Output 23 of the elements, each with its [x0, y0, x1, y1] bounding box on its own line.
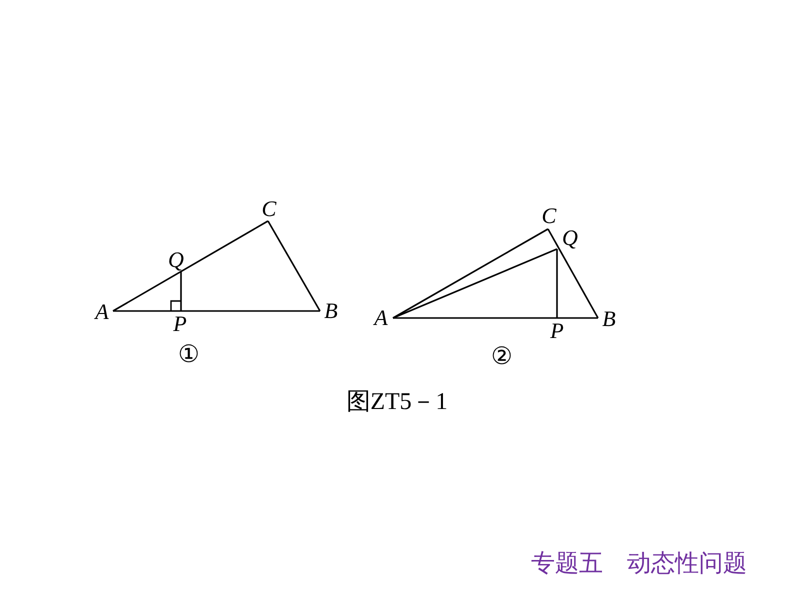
line-segment: [267, 220, 321, 312]
line-segment: [392, 228, 548, 319]
point-label: A: [91, 300, 113, 324]
point-label: B: [598, 306, 620, 332]
line-segment: [180, 272, 182, 311]
section-footer: 专题五 动态性问题: [531, 552, 747, 576]
point-label: C: [537, 202, 561, 229]
point-label: C: [257, 196, 281, 221]
line-segment: [113, 310, 320, 312]
figure-number: ②: [491, 345, 513, 369]
line-segment: [556, 249, 558, 318]
point-label: Q: [557, 226, 583, 249]
line-segment: [547, 228, 599, 318]
line-segment: [392, 248, 558, 319]
figure-number: ①: [178, 343, 200, 367]
line-segment: [393, 317, 598, 319]
point-label: Q: [164, 247, 188, 272]
point-label: A: [369, 306, 393, 330]
line-segment: [112, 220, 268, 312]
point-label: P: [169, 311, 191, 337]
point-label: B: [320, 298, 342, 324]
point-label: P: [546, 318, 568, 344]
figure-caption: 图ZT5－1: [345, 390, 449, 414]
